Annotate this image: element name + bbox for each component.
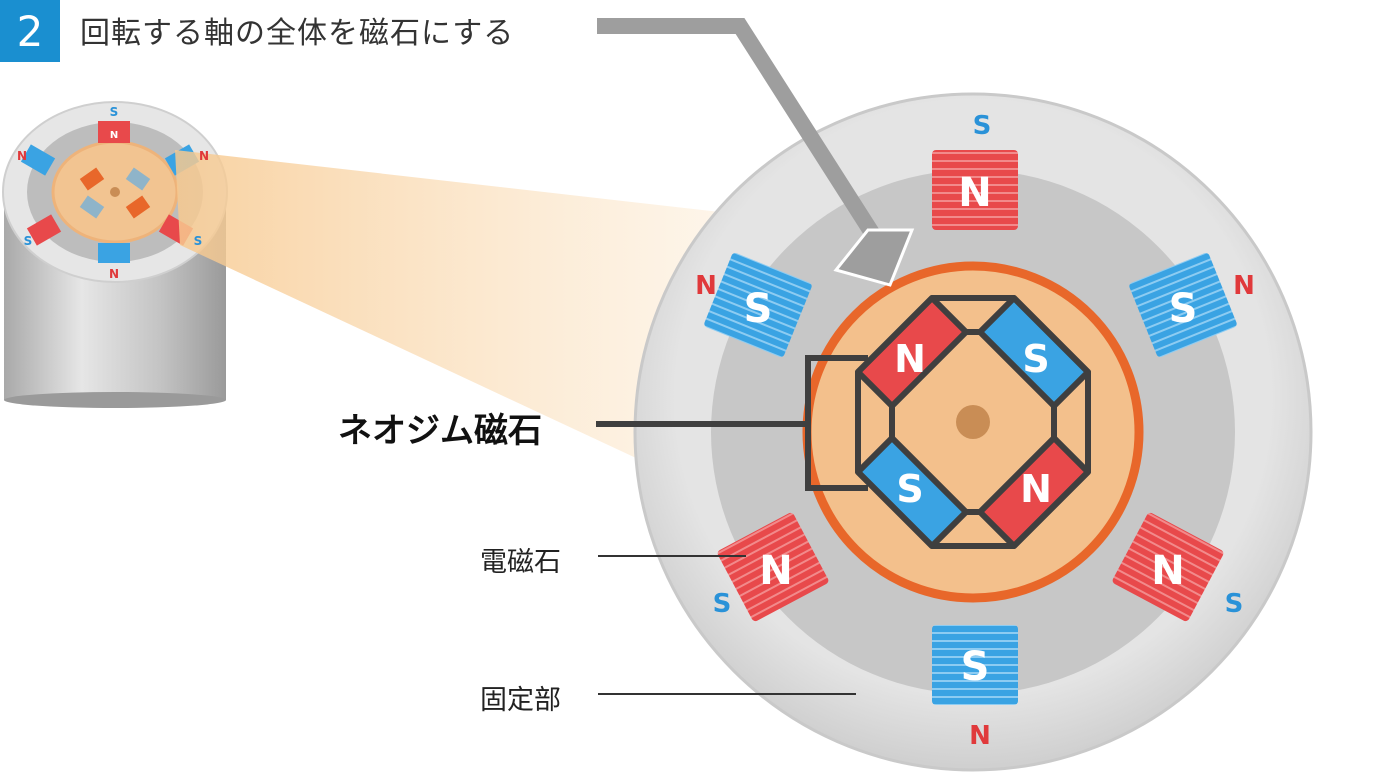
- rotor-magnets: [855, 295, 1091, 549]
- pole-label-rotor-lower-right: N: [1020, 467, 1052, 511]
- electromagnet-upper-right: [1129, 253, 1237, 357]
- thumbnail-pole-s-right: S: [194, 234, 203, 248]
- electromagnets: [704, 150, 1237, 705]
- motor-cross-section: [633, 92, 1313, 772]
- pole-label-lower-left-magnet: N: [759, 548, 792, 594]
- electromagnet-label: 電磁石: [480, 547, 561, 578]
- neodymium-magnet-label: ネオジム磁石: [338, 411, 542, 451]
- stator-label: 固定部: [480, 685, 561, 716]
- rotor-magnet-frame: [855, 295, 1091, 549]
- pole-label-bottom-magnet: S: [961, 644, 990, 690]
- pole-label-top-outer: S: [973, 111, 992, 141]
- electromagnet-bottom: [932, 625, 1018, 705]
- pole-label-lower-left-outer: S: [713, 589, 732, 619]
- pole-label-lower-right-magnet: N: [1151, 548, 1184, 594]
- electromagnet-upper-left: [704, 253, 812, 357]
- thumbnail-pole-labels: S N N N S S N: [17, 105, 209, 281]
- thumbnail-pole-n-top: N: [110, 130, 118, 141]
- pole-label-lower-right-outer: S: [1225, 589, 1244, 619]
- pointer-arrow: [597, 18, 895, 263]
- motor-cylinder-thumbnail: [2, 101, 228, 408]
- pole-label-rotor-upper-left: N: [894, 337, 926, 381]
- neodymium-bracket: [596, 355, 868, 491]
- thumbnail-pole-n-left: N: [17, 149, 27, 163]
- pole-label-upper-right-outer: N: [1233, 271, 1255, 301]
- step-number-badge: 2: [0, 0, 60, 62]
- pole-label-bottom-outer: N: [969, 721, 991, 751]
- thumbnail-pole-n-bottom: N: [109, 267, 119, 281]
- pole-label-upper-left-outer: N: [695, 271, 717, 301]
- page-title: 回転する軸の全体を磁石にする: [80, 16, 515, 51]
- pole-label-rotor-lower-left: S: [896, 467, 923, 511]
- pole-label-top-magnet: N: [958, 170, 991, 216]
- pole-label-upper-right-magnet: S: [1169, 286, 1198, 332]
- thumbnail-pole-s-top: S: [110, 105, 119, 119]
- pole-label-rotor-upper-right: S: [1022, 337, 1049, 381]
- pole-label-upper-left-magnet: S: [744, 286, 773, 332]
- electromagnet-lower-right: [1112, 512, 1224, 622]
- pole-labels: N S S N S N S N N S N S N S S N: [695, 111, 1255, 751]
- electromagnet-top: [932, 150, 1018, 230]
- thumbnail-pole-n-right: N: [199, 149, 209, 163]
- pointer-arrow-head: [833, 228, 915, 287]
- thumbnail-pole-s-left: S: [24, 234, 33, 248]
- electromagnet-lower-left: [717, 512, 829, 622]
